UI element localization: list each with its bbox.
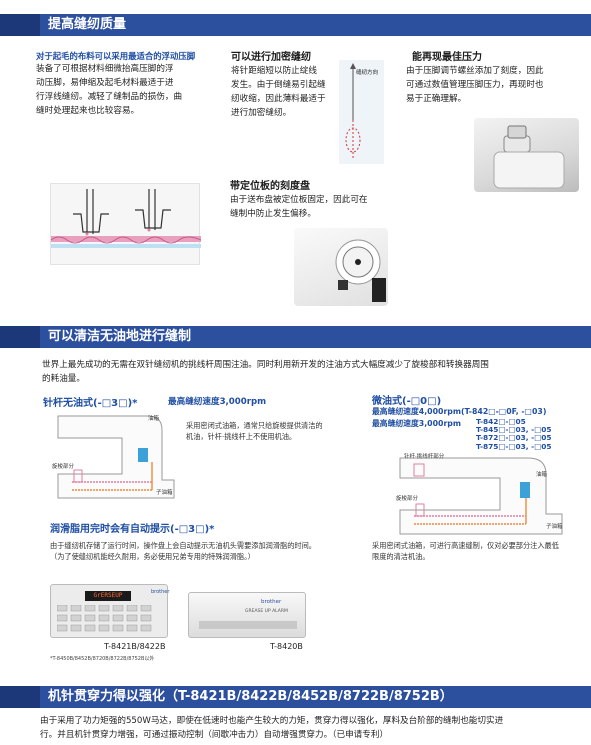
section3-text: 由于采用了功力矩强的550W马达，即使在低速时也能产生较大的力矩，贯穿力得以强化… [40, 716, 504, 740]
col1-heading: 对于起毛的布料可以采用最适合的浮动压脚 [36, 51, 196, 61]
micro-oil-heading: 微油式(-□0□) [372, 396, 442, 407]
col2b-heading: 带定位板的刻度盘 [230, 181, 310, 192]
section-title: 提高缝纫质量 [48, 17, 127, 32]
dial-photo [294, 228, 388, 306]
caption-box: T-8420B [270, 642, 303, 651]
section-title: 机针贯穿力得以强化（T-8421B/8422B/8452B/8722B/8752… [48, 689, 453, 704]
label-sub-tank-r: 子油箱 [546, 524, 563, 530]
dry-head-speed: 最高缝纫速度3,000rpm [168, 397, 267, 407]
col2-heading: 可以进行加密缝纫 [231, 52, 311, 63]
sewing-direction-label: 缝纫方向 [356, 70, 379, 76]
section2-intro: 世界上最先成功的无需在双针缝纫机的挑线杆周围注油。同时利用新开发的注油方式大幅度… [42, 360, 489, 384]
section-banner-quality: 提高缝纫质量 [0, 14, 591, 36]
label-oil-tank-r: 油箱 [536, 472, 548, 478]
presser-screw-photo [474, 118, 579, 192]
grease-desc: 由于缝纫机存储了运行时间，操作盘上会自动提示无油机头需要添加润滑脂的时间。 （为… [50, 541, 316, 561]
dry-head-diagram: 油箱 旋梭部分 子油箱 [52, 410, 182, 502]
label-lever: 针杆·挑线杆部分 [404, 454, 445, 460]
micro-oil-speed2: 最高缝纫速度3,000rpm [372, 419, 461, 428]
micro-oil-diagram: 针杆·挑线杆部分 油箱 旋梭部分 子油箱 [396, 452, 574, 536]
label-hook: 旋梭部分 [52, 464, 75, 470]
section-banner-oilfree: 可以清洁无油地进行缝制 [0, 326, 591, 348]
box-label: GREASE UP ALARM [245, 609, 288, 614]
grease-alarm-box-image: brother GREASE UP ALARM [188, 592, 306, 638]
stitch-density-diagram: 缝纫方向 [339, 60, 384, 164]
label-hook-r: 旋梭部分 [396, 496, 419, 502]
col3-heading: 能再现最佳压力 [412, 52, 482, 63]
presser-foot-diagram [50, 183, 202, 265]
col2b-text: 由于送布盘被定位板固定，因此可在 缝制中防止发生偏移。 [230, 195, 368, 219]
caption-panel: T-8421B/8422B [104, 642, 166, 651]
dry-head-heading: 针杆无油式(-□3□)* [43, 398, 138, 409]
caption-panel-note: *T-8450B/8452B/8720B/8722B/8752B以外 [50, 656, 155, 662]
label-oil-tank: 油箱 [148, 416, 160, 422]
micro-oil-models: T-842□-□05 T-845□-□03, -□05 T-872□-□03, … [476, 417, 552, 451]
panel-buttons [56, 604, 161, 633]
panel-brand: brother [151, 589, 170, 595]
panel-display: GrERSEUP [85, 591, 131, 601]
box-brand: brother [261, 599, 282, 605]
dry-head-desc: 采用密闭式油箱，通常只给旋梭提供清洁的 机油，针杆·挑线杆上不使用机油。 [186, 421, 323, 441]
micro-oil-desc: 采用密闭式油箱，可进行高速缝制，仅对必要部分注入最低 限度的清洁机油。 [372, 541, 559, 561]
section-banner-penetration: 机针贯穿力得以强化（T-8421B/8422B/8452B/8722B/8752… [0, 686, 591, 708]
col1-text: 装备了可根据材料细微抬高压脚的浮 动压脚，易伸缩及起毛材料最适于进 行浮线缝纫。… [36, 64, 183, 116]
grease-heading: 润滑脂用完时会有自动提示(-□3□)* [50, 524, 215, 535]
col2-text: 将针距缩短以防止绽线 发生。由于倒缝易引起缝 纫收缩，因此薄料最适于 进行加密缝… [231, 66, 326, 118]
label-sub-tank: 子油箱 [156, 490, 173, 496]
control-panel-image: GrERSEUP brother [50, 584, 170, 638]
micro-oil-speed1: 最高缝纫速度4,000rpm(T-842□-□0F, -□03) [372, 407, 547, 416]
section-title: 可以清洁无油地进行缝制 [48, 329, 192, 344]
col3-text: 由于压脚调节螺丝添加了刻度，因此 可通过数值管理压脚压力，再现时也 易于正确理解… [406, 66, 544, 104]
